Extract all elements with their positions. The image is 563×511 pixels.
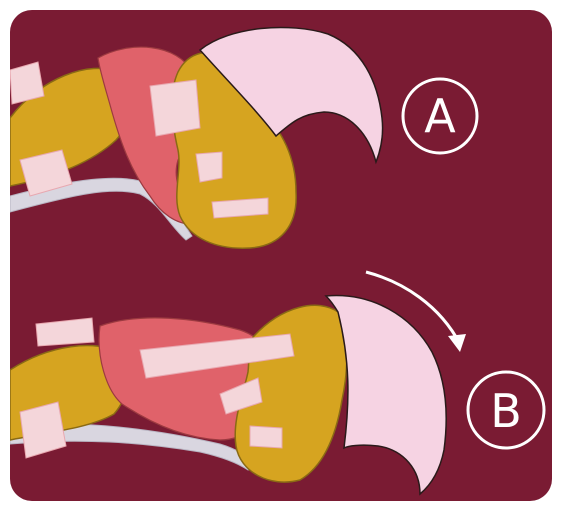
label-b: B bbox=[490, 384, 522, 438]
label-a: A bbox=[424, 89, 456, 143]
